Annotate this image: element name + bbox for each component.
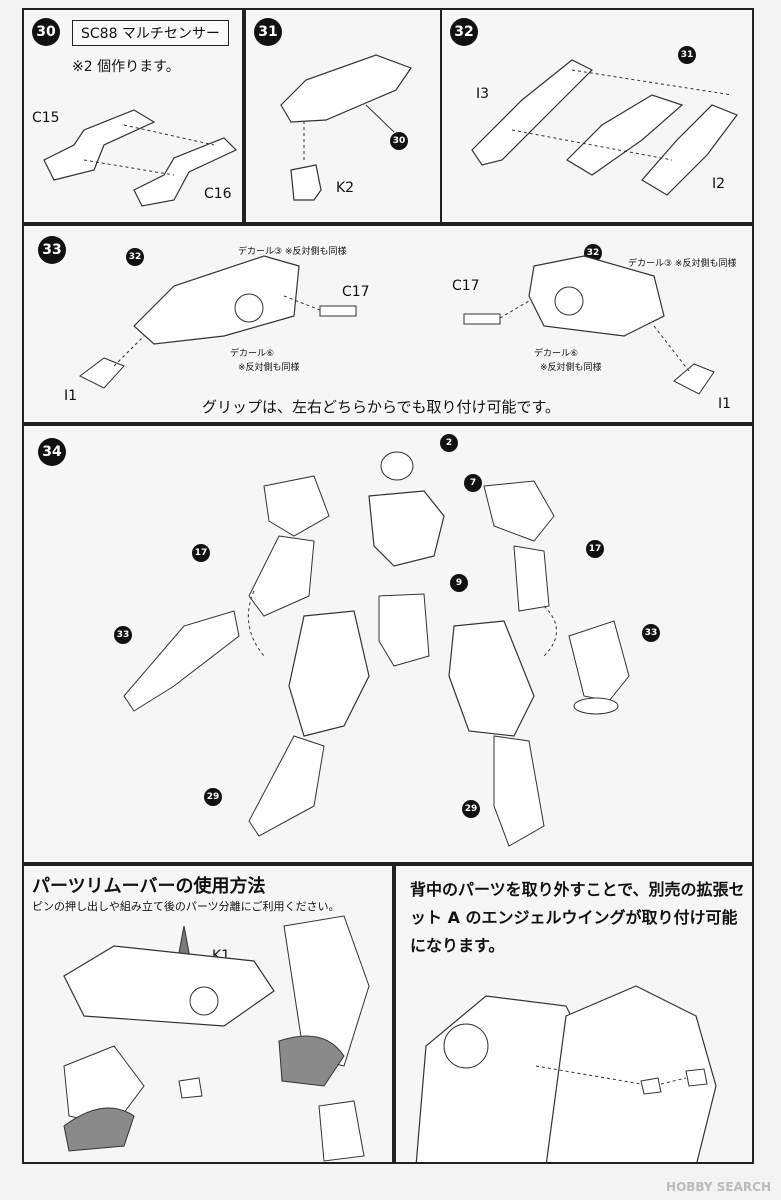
step-31-panel: 31 30 K2 [244,8,442,224]
part-label-i1-left: I1 [64,388,78,404]
wing-note-panel: 背中のパーツを取り外すことで、別売の拡張セット A のエンジェルウイングが取り付… [394,864,754,1164]
step-number-badge: 31 [254,18,282,46]
ref-badge-arm-right: 17 [586,540,604,558]
step-number-badge: 34 [38,438,66,466]
parts-remover-panel: パーツリムーバーの使用方法 ピンの押し出しや組み立て後のパーツ分離にご利用くださ… [22,864,394,1164]
part-drawing [471,59,738,196]
watermark: HOBBY SEARCH [666,1180,771,1194]
ref-badge-torso: 7 [464,474,482,492]
part-label-k2: K2 [336,180,355,196]
step-30-panel: 30 SC88 マルチセンサー ※2 個作ります。 C15 C16 [22,8,244,224]
decal-3-label-left: デカール③ ※反対側も同様 [238,247,347,257]
wing-note-text: 背中のパーツを取り外すことで、別売の拡張セット A のエンジェルウイングが取り付… [410,880,745,955]
part-drawing [280,54,412,201]
step-33-panel: 33 32 32 デカール③ ※反対側も同様 デカール③ ※反対側も同様 デカー… [22,224,754,424]
part-label-c15: C15 [32,110,60,126]
decal-6-note-left: ※反対側も同様 [238,363,300,373]
step-note: ※2 個作ります。 [72,59,180,75]
part-label-c17-right: C17 [452,278,480,294]
part-label-i3: I3 [476,86,490,102]
ref-badge-head: 2 [440,434,458,452]
ref-badge-leg-right: 29 [462,800,480,818]
robot-back-drawing [415,985,717,1162]
step-title: SC88 マルチセンサー [72,20,229,46]
ref-badge-leg-left: 29 [204,788,222,806]
ref-badge-weapon-right: 33 [642,624,660,642]
decal-3-label-right: デカール③ ※反対側も同様 [628,259,737,269]
part-label-i1-right: I1 [718,396,732,412]
step-number-badge: 32 [450,18,478,46]
step-number-badge: 33 [38,236,66,264]
part-drawing [79,255,715,395]
part-drawing [43,109,238,207]
part-label-c16: C16 [204,186,232,202]
ref-badge-arm-left: 17 [192,544,210,562]
decal-6-note-right: ※反対側も同様 [540,363,602,373]
step-number-badge: 30 [32,18,60,46]
part-label-c17-left: C17 [342,284,370,300]
step-ref-badge: 30 [390,132,408,150]
part-label-i2: I2 [712,176,726,192]
ref-badge-weapon-left: 33 [114,626,132,644]
remover-drawing [63,915,370,1162]
decal-6-label-left: デカール⑥ [230,349,275,359]
step-ref-badge-left: 32 [126,248,144,266]
step-34-panel: 34 2 7 17 17 9 33 33 29 29 [22,424,754,864]
decal-6-label-right: デカール⑥ [534,349,579,359]
grip-caption: グリップは、左右どちらからでも取り付け可能です。 [202,398,561,416]
ref-badge-waist: 9 [450,574,468,592]
robot-assembly-drawing [123,451,630,847]
remover-subtitle: ピンの押し出しや組み立て後のパーツ分離にご利用ください。 [32,900,340,913]
remover-title: パーツリムーバーの使用方法 [32,876,266,897]
step-ref-badge: 31 [678,46,696,64]
step-32-panel: 32 31 I3 I2 [440,8,754,224]
